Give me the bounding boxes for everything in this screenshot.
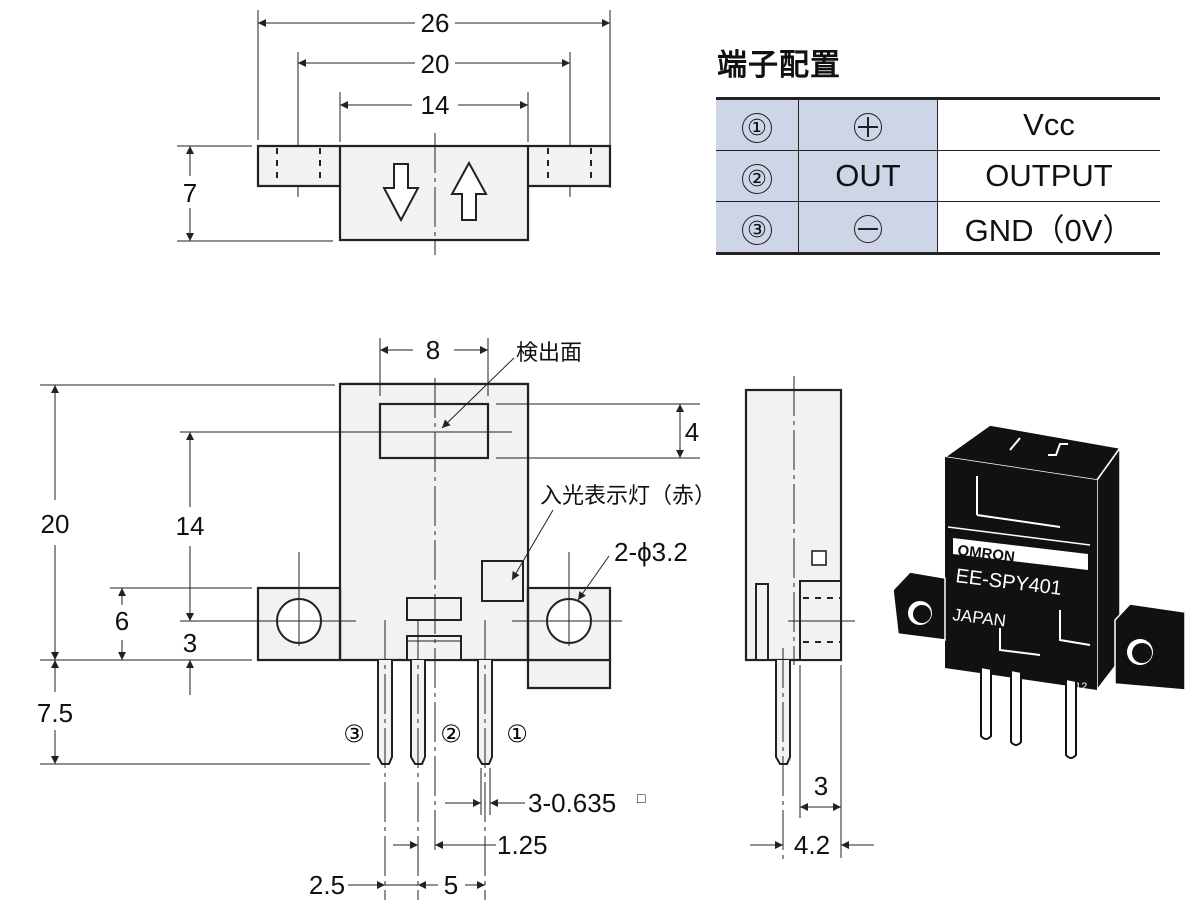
pin-number-3: ③: [343, 721, 365, 748]
dim-2-5: 2.5: [309, 870, 345, 900]
terminal-name: GND（0V）: [937, 201, 1160, 255]
dim-4: 4: [685, 417, 699, 447]
dim-14-top: 14: [421, 90, 450, 120]
front-view: ③ ② ① 8 検出面 4 入光表示灯（赤） 2-ϕ3.2 20 1: [37, 335, 716, 900]
dim-7: 7: [183, 178, 197, 208]
product-illustration: OMRON EE-SPY401 JAPAN 12: [892, 424, 1186, 759]
pin-number: ③: [742, 215, 772, 245]
minus-icon: [854, 214, 882, 243]
dim-6: 6: [115, 606, 129, 636]
arrow-up-icon: [450, 160, 488, 221]
dim-14-front: 14: [176, 511, 205, 541]
dim-5: 5: [444, 870, 458, 900]
pin-number-2: ②: [440, 721, 462, 748]
table-row: ③ GND（0V）: [716, 201, 1160, 255]
pin-number: ①: [742, 113, 772, 143]
dim-20: 20: [421, 49, 450, 79]
date-code: 12: [1075, 681, 1087, 693]
arrow-down-icon: [382, 163, 420, 223]
side-view: 3 4.2: [744, 376, 874, 860]
pin-numbers: ③ ② ①: [343, 721, 528, 748]
table-row: ② OUT OUTPUT: [716, 150, 1160, 202]
terminal-name: Vcc: [937, 97, 1160, 151]
sensing-face-label: 検出面: [516, 341, 582, 366]
dim-20-height: 20: [41, 509, 70, 539]
table-row: ① Vcc: [716, 97, 1160, 151]
terminal-arrangement-title: 端子配置: [717, 48, 841, 83]
top-view: 26 20 14 7: [177, 8, 612, 255]
light-indicator-label: 入光表示灯（赤）: [540, 484, 716, 509]
pin-number: ②: [742, 164, 772, 194]
dim-pin-size: 3-0.635: [528, 788, 616, 818]
dim-4-2: 4.2: [794, 830, 830, 860]
mounting-holes-label: 2-ϕ3.2: [614, 537, 688, 567]
dim-26: 26: [421, 8, 450, 38]
dim-1-25: 1.25: [497, 830, 548, 860]
plus-icon: [854, 112, 882, 141]
dim-3-side: 3: [814, 771, 828, 801]
pin-number-1: ①: [506, 721, 528, 748]
dim-8: 8: [426, 335, 440, 365]
dim-7-5: 7.5: [37, 698, 73, 728]
terminal-arrangement-table: ① Vcc ② OUT OUTPUT ③ GND（0V）: [716, 97, 1160, 255]
terminal-name: OUTPUT: [937, 150, 1160, 202]
square-mark: □: [637, 790, 646, 806]
dim-3-front: 3: [183, 628, 197, 658]
brand-label: OMRON: [957, 542, 1016, 566]
terminal-symbol: OUT: [798, 150, 938, 202]
pins: [377, 620, 493, 900]
